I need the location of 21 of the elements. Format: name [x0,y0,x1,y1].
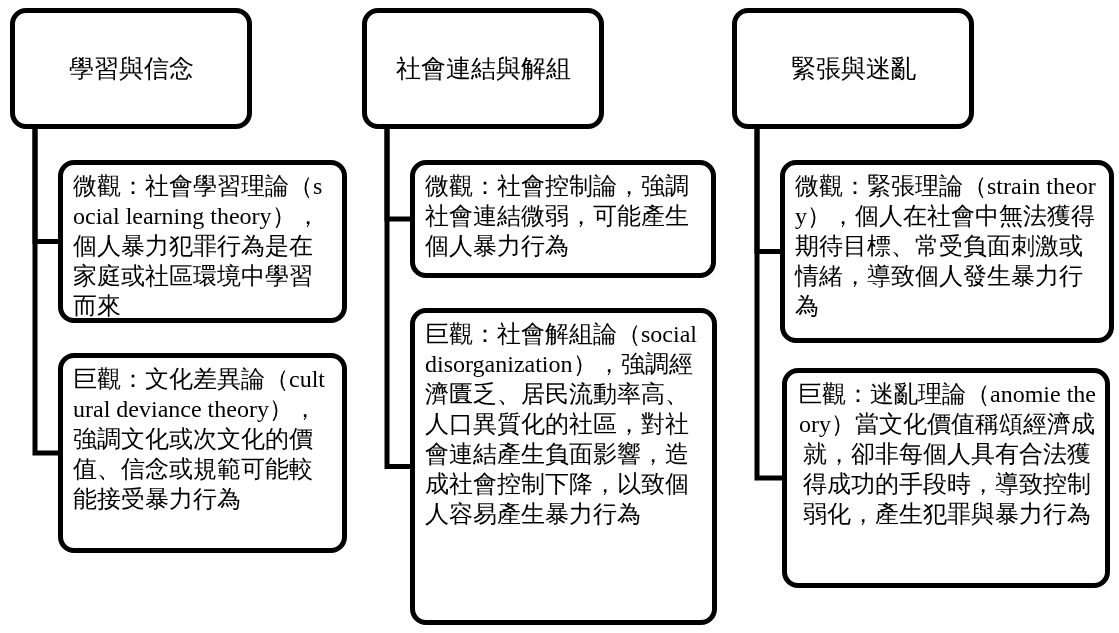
category-box [732,8,974,129]
theory-description: 巨觀：迷亂理論（anomie theory）當文化價值稱頌經濟成就，卻非每個人具有合法獲得成功的手段時，導致控制弱化，產生犯罪與暴力行為 [797,380,1097,529]
category-box [362,8,604,129]
connector-line [384,129,410,469]
theory-box [58,353,347,553]
category-title: 學習與信念 [68,54,194,84]
connector-line [32,129,58,456]
category-title: 社會連結與解組 [395,54,571,84]
theory-box [58,160,347,323]
theory-box [780,160,1114,343]
theory-description: 微觀：社會控制論，強調社會連結微弱，可能產生個人暴力行為 [425,172,690,261]
category-title: 緊張與迷亂 [790,54,916,84]
theory-box [410,308,717,625]
connector-line [754,129,782,481]
theory-box [782,368,1110,588]
theory-description: 巨觀：文化差異論（cultural deviance theory），強調文化或次文化的價值、信念或規範可能較能接受暴力行為 [73,365,326,514]
theory-box [410,160,716,278]
theory-description: 微觀：緊張理論（strain theory），個人在社會中無法獲得期待目標、常受負面刺激或情緒，導致個人發生暴力行為 [795,172,1097,321]
theory-description: 巨觀：社會解組論（social disorganization），強調經濟匱乏、居民流動率高、人口異質化的社區，對社會連結產生負面影響，造成社會控制下降，以致個人容易產生暴力行為 [425,320,698,529]
theory-description: 微觀：社會學習理論（social learning theory），個人暴力犯罪行為是在家庭或社區環境中學習而來 [73,172,324,321]
category-box [10,8,252,129]
